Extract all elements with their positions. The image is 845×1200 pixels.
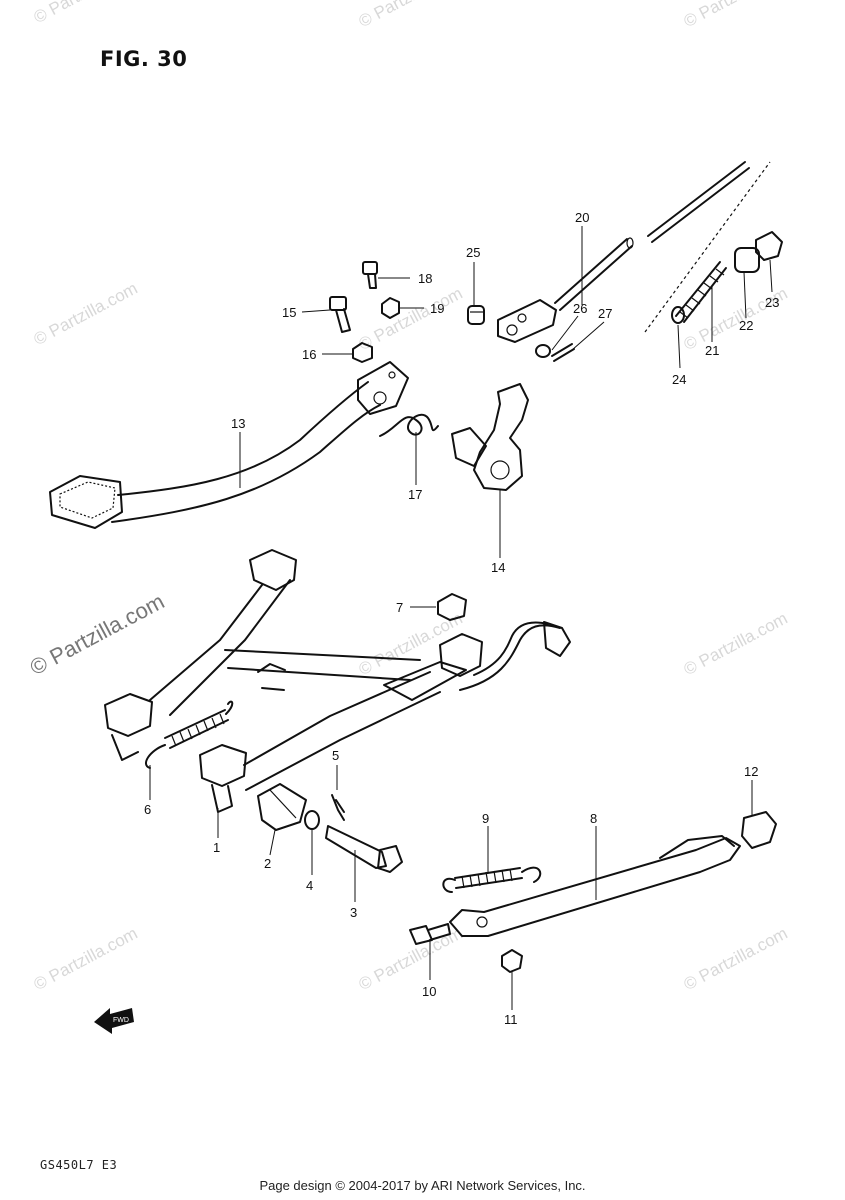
callout-6: 6 xyxy=(144,802,151,817)
center-stand-part-1 xyxy=(104,549,571,813)
bolt-part-10 xyxy=(409,923,451,945)
side-stand-spring-part-9 xyxy=(442,866,542,893)
rod-extension-part xyxy=(644,161,771,333)
figure-title: FIG. 30 xyxy=(100,47,188,71)
callout-13: 13 xyxy=(231,416,245,431)
nut-part-19 xyxy=(381,297,400,319)
cotter-pin-part-5 xyxy=(331,794,345,821)
callout-leaders xyxy=(149,226,773,1010)
callout-14: 14 xyxy=(491,560,505,575)
collar-part-2 xyxy=(257,783,307,831)
callout-15: 15 xyxy=(282,305,296,320)
callout-1: 1 xyxy=(213,840,220,855)
collar-part-22 xyxy=(734,247,760,273)
nut-part-11 xyxy=(501,949,523,973)
brake-lever-part-14 xyxy=(451,383,529,491)
page-footer: Page design © 2004-2017 by ARI Network S… xyxy=(259,1178,586,1193)
brake-rod-part-20 xyxy=(497,237,634,343)
bolt-part-18 xyxy=(362,261,378,289)
callout-27: 27 xyxy=(598,306,612,321)
cap-part-7 xyxy=(437,593,467,621)
callout-2: 2 xyxy=(264,856,271,871)
model-code: GS450L7 E3 xyxy=(40,1158,118,1172)
nut-part-23 xyxy=(755,231,783,261)
brake-pedal-part-13 xyxy=(49,361,409,529)
callout-16: 16 xyxy=(302,347,316,362)
callout-10: 10 xyxy=(422,984,436,999)
callout-5: 5 xyxy=(332,748,339,763)
return-spring-part-17 xyxy=(379,413,439,437)
callout-24: 24 xyxy=(672,372,686,387)
rubber-part-12 xyxy=(741,811,777,849)
cotter-pin-part-27 xyxy=(551,343,575,362)
bolt-part-3 xyxy=(325,825,403,873)
callout-9: 9 xyxy=(482,811,489,826)
callout-3: 3 xyxy=(350,905,357,920)
callout-18: 18 xyxy=(418,271,432,286)
callout-12: 12 xyxy=(744,764,758,779)
callout-21: 21 xyxy=(705,343,719,358)
callout-23: 23 xyxy=(765,295,779,310)
callout-7: 7 xyxy=(396,600,403,615)
callout-25: 25 xyxy=(466,245,480,260)
callout-8: 8 xyxy=(590,811,597,826)
front-direction-arrow-icon xyxy=(94,1008,134,1034)
nut-part-16 xyxy=(352,342,373,363)
callout-4: 4 xyxy=(306,878,313,893)
side-stand-part-8 xyxy=(449,835,741,937)
callout-11: 11 xyxy=(504,1012,518,1027)
washer-part-24 xyxy=(671,306,685,324)
callout-22: 22 xyxy=(739,318,753,333)
callout-26: 26 xyxy=(573,301,587,316)
bolt-part-15 xyxy=(329,296,351,333)
washer-part-26 xyxy=(535,344,551,358)
callout-20: 20 xyxy=(575,210,589,225)
callout-17: 17 xyxy=(408,487,422,502)
joint-pin-part-25 xyxy=(467,305,485,325)
stand-spring-part-6 xyxy=(145,700,234,769)
callout-19: 19 xyxy=(430,301,444,316)
callout-labels: 1 2 3 4 5 6 7 8 9 10 11 12 13 14 15 16 1… xyxy=(144,210,779,1027)
front-direction-label: FWD xyxy=(113,1017,129,1024)
washer-part-4 xyxy=(304,810,320,830)
